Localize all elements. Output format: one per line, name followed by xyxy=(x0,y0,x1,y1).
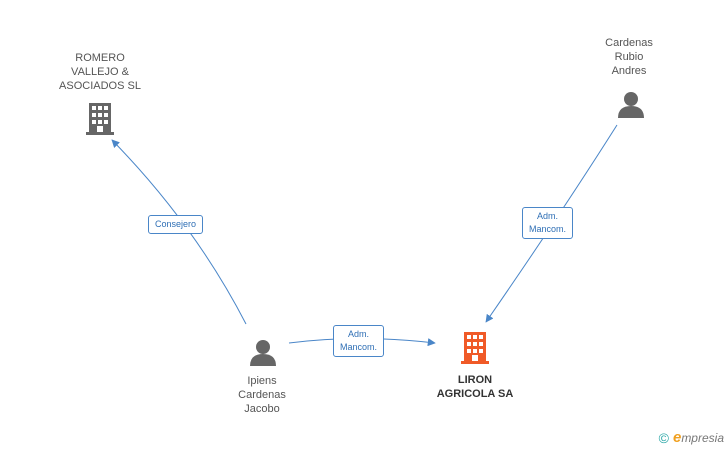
node-label-liron[interactable]: LIRON AGRICOLA SA xyxy=(436,374,514,400)
building-icon[interactable] xyxy=(86,103,114,135)
person-icon[interactable] xyxy=(618,92,644,118)
edge-label-consejero[interactable]: Consejero xyxy=(148,215,204,234)
building-icon[interactable] xyxy=(461,332,489,364)
copyright-icon: © xyxy=(658,429,669,446)
node-label-romero[interactable]: ROMERO VALLEJO & ASOCIADOS SL xyxy=(59,52,141,92)
edge-label-adm-top[interactable]: Adm. Mancom. xyxy=(522,207,574,239)
empresia-brand[interactable]: © empresia xyxy=(659,429,724,446)
node-label-cardenas-rubio[interactable]: Cardenas Rubio Andres xyxy=(605,37,653,77)
edge-label-adm-bottom[interactable]: Adm. Mancom. xyxy=(333,325,385,357)
brand-logo: empresia xyxy=(672,429,724,446)
node-label-ipiens[interactable]: Ipiens Cardenas Jacobo xyxy=(238,375,286,415)
person-icon[interactable] xyxy=(250,340,276,366)
